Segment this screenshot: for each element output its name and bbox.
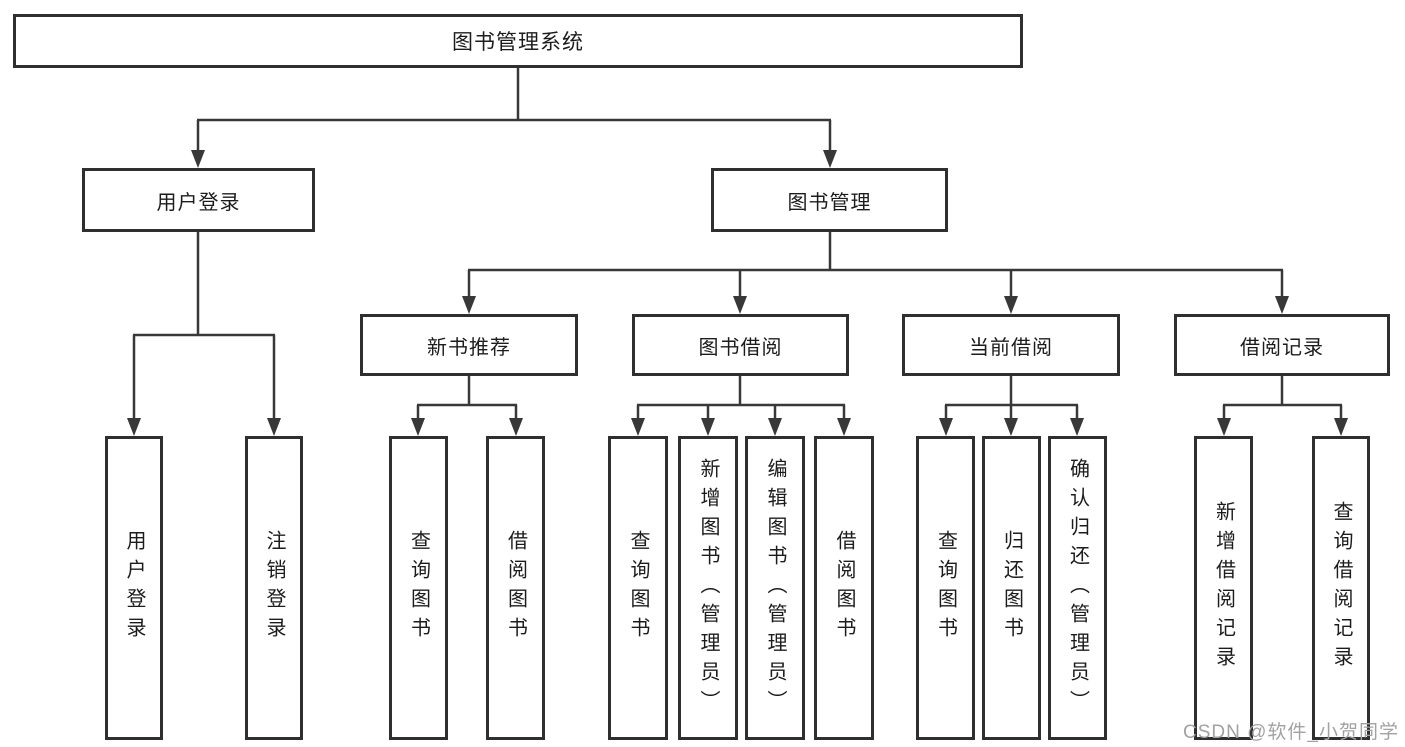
- node-library-management-system: 图书管理系统: [13, 14, 1023, 68]
- node-label: 用户登录: [156, 191, 241, 214]
- leaf-return-books: 归还图书: [982, 436, 1041, 740]
- node-label: 查询图书: [934, 530, 957, 646]
- leaf-user-login: 用户登录: [105, 436, 163, 740]
- leaf-query-books-current: 查询图书: [916, 436, 975, 740]
- csdn-watermark: CSDN @软件_小贺同学: [1183, 722, 1399, 743]
- node-label: 用户登录: [123, 530, 145, 646]
- node-borrow-records: 借阅记录: [1174, 314, 1390, 376]
- node-label: 图书借阅: [698, 336, 783, 359]
- leaf-query-borrow-record: 查询借阅记录: [1312, 436, 1370, 740]
- node-label: 借阅图书: [504, 530, 527, 646]
- node-book-management: 图书管理: [711, 168, 948, 232]
- node-label: 新书推荐: [427, 336, 511, 359]
- node-label: 借阅图书: [833, 530, 855, 646]
- leaf-edit-books-admin: 编辑图书（管理员）: [745, 436, 805, 740]
- node-label: 当前借阅: [969, 336, 1053, 359]
- node-label: 确认归还（管理员）: [1066, 457, 1089, 719]
- leaf-logout: 注销登录: [245, 436, 303, 740]
- node-label: 注销登录: [263, 530, 285, 646]
- node-book-borrow: 图书借阅: [632, 314, 849, 376]
- node-label: 查询图书: [627, 530, 649, 646]
- leaf-add-books-admin: 新增图书（管理员）: [678, 436, 738, 740]
- node-label: 图书管理: [787, 191, 872, 214]
- node-label: 新增图书（管理员）: [697, 457, 719, 719]
- node-label: 查询借阅记录: [1330, 501, 1352, 675]
- leaf-borrow-books-recommend: 借阅图书: [486, 436, 545, 740]
- node-label: 借阅记录: [1240, 336, 1324, 359]
- node-label: 新增借阅记录: [1212, 501, 1235, 675]
- node-new-book-recommend: 新书推荐: [360, 314, 578, 376]
- leaf-borrow-books: 借阅图书: [814, 436, 874, 740]
- leaf-query-books-recommend: 查询图书: [389, 436, 448, 740]
- node-label: 查询图书: [407, 530, 430, 646]
- leaf-add-borrow-record: 新增借阅记录: [1194, 436, 1253, 740]
- node-user-login: 用户登录: [82, 168, 315, 232]
- node-label: 编辑图书（管理员）: [764, 457, 786, 719]
- node-label: 图书管理系统: [452, 31, 584, 54]
- node-current-borrow: 当前借阅: [902, 314, 1120, 376]
- node-label: 归还图书: [1000, 530, 1023, 646]
- leaf-query-books-borrow: 查询图书: [608, 436, 668, 740]
- leaf-confirm-return-admin: 确认归还（管理员）: [1048, 436, 1107, 740]
